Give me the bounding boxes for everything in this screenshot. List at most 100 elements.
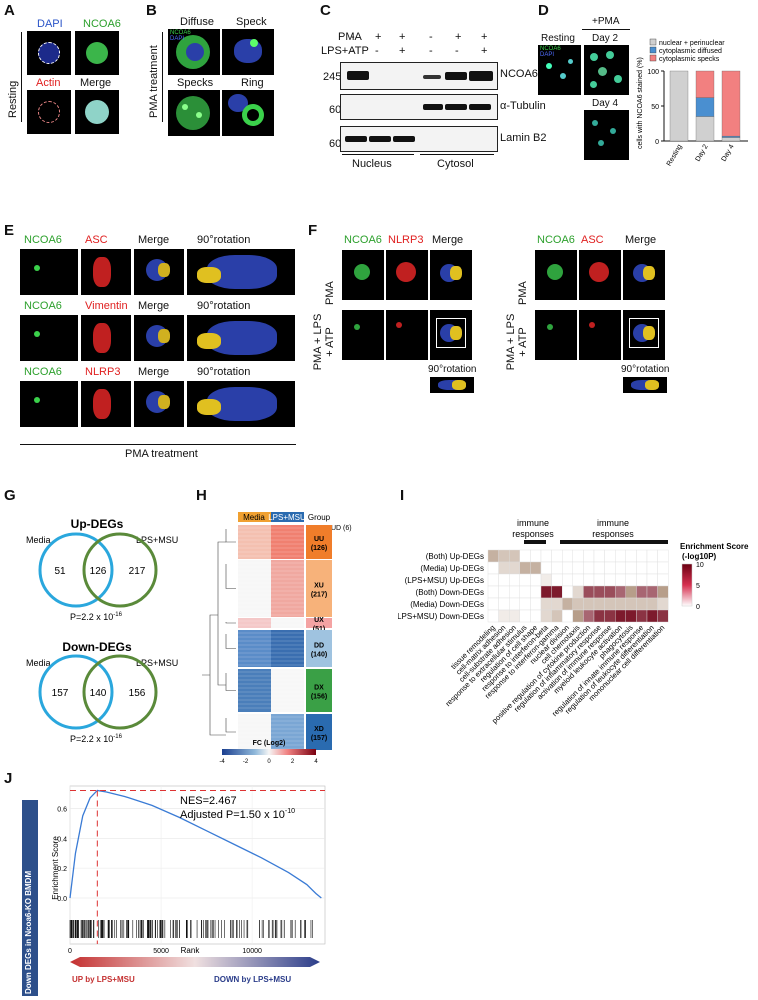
h-group-id: DX [314,685,324,692]
panel-label-f: F [308,222,318,239]
i-cell [487,573,499,587]
f-rotation-image [623,377,667,393]
h-cell-lps [271,618,304,628]
d-resting-label: Resting [541,33,575,44]
i-cell [625,609,637,623]
i-cell [646,561,658,575]
h-scale-tick: -4 [219,759,225,765]
e-image [20,315,78,361]
d-resting-image: NCOA6 DAPI [538,45,581,95]
i-cell [561,609,573,623]
c-lps-sign: - [351,45,355,57]
i-cell [646,609,658,623]
b-side-label: PMA treatment [148,45,160,118]
d-legend-swatch [649,38,657,46]
j-ytick: 0.0 [57,896,67,903]
d-pma-label: +PMA [592,16,620,27]
i-cell [625,561,637,575]
i-cell [604,609,616,623]
c-pma-sign: + [399,31,406,43]
a-dapi-label: DAPI [37,18,63,30]
j-xtick: 5000 [153,948,169,955]
b-diffuse-label: Diffuse [180,16,215,28]
d-legend-label: cytoplasmic diffused [659,48,722,55]
i-cell [498,549,510,563]
b-speck-label: Speck [236,16,267,28]
g-down-both: 140 [90,688,107,699]
g-down-circle-media [38,654,114,730]
i-cell [583,609,595,623]
i-cell [530,597,542,611]
i-cell [561,549,573,563]
i-cell [636,597,648,611]
e-image [81,249,131,295]
i-cell [646,573,658,587]
e-label-d: 90°rotation [197,300,251,312]
i-cell [646,597,658,611]
i-cell [604,549,616,563]
i-cell [625,597,637,611]
i-cell [572,561,584,575]
i-cell [604,573,616,587]
h-cell-lps [271,669,304,712]
i-cell [636,573,648,587]
h-group-block [306,618,332,628]
panel-label-i: I [400,487,405,504]
i-cell [508,585,520,599]
i-cell [636,609,648,623]
g-down-pvalue: P=2.2 x 10-16 [70,734,123,744]
i-cell [657,573,669,587]
c-blot-lamin [340,126,498,152]
d-bar-segment [695,116,715,142]
i-cell [583,573,595,587]
h-group-id: UU [314,536,324,543]
i-cell [540,609,552,623]
g-up-circle-lps [82,532,158,608]
d-xtick: Day 4 [721,143,736,162]
c-lps-sign: + [481,45,488,57]
b-inset-ncoa6: NCOA6 [170,30,191,36]
d-bar-segment [695,70,715,98]
h-group-id: XD [314,726,324,733]
c-blot-tubulin [340,94,498,120]
j-xtick: 0 [68,948,72,955]
i-cell [519,609,531,623]
panel-label-a: A [4,2,15,19]
i-row-label: (Media) Down-DEGs [410,600,484,609]
i-color-scale [681,563,693,607]
c-pma-label: PMA [338,31,362,43]
i-cell [614,597,626,611]
i-cell [519,573,531,587]
c-fraction-cytosol: Cytosol [437,158,474,170]
i-cell [593,597,605,611]
h-cell-media [238,560,271,617]
a-resting-label: Resting [7,80,19,118]
i-cell [572,585,584,599]
h-scale-tick: -2 [243,759,249,765]
c-protein-ncoa6: NCOA6 [500,68,538,80]
g-down-lps: LPS+MSU [136,658,178,668]
f-row1-label: PMA [324,281,336,305]
c-pma-sign: + [455,31,462,43]
i-cell [540,573,552,587]
i-cell [657,597,669,611]
g-venn-diagrams: Up-DEGs Media LPS+MSU 51 126 217 P=2.2 x… [26,517,178,744]
g-down-left: 157 [52,688,69,699]
g-up-lps: LPS+MSU [136,535,178,545]
e-label-b: ASC [85,234,108,246]
i-cell [519,597,531,611]
h-scale-tick: 2 [291,759,295,765]
e-label-c: Merge [138,366,170,378]
h-cell-lps [271,630,304,667]
f-image [623,250,665,300]
g-up-circle-media [38,532,114,608]
f-rotation-label: 90°rotation [428,364,477,375]
j-side-box [22,800,38,996]
i-row-label: (Both) Up-DEGs [426,552,484,561]
b-ring-image [222,90,274,136]
i-score-unit: (-log10P) [682,552,717,561]
